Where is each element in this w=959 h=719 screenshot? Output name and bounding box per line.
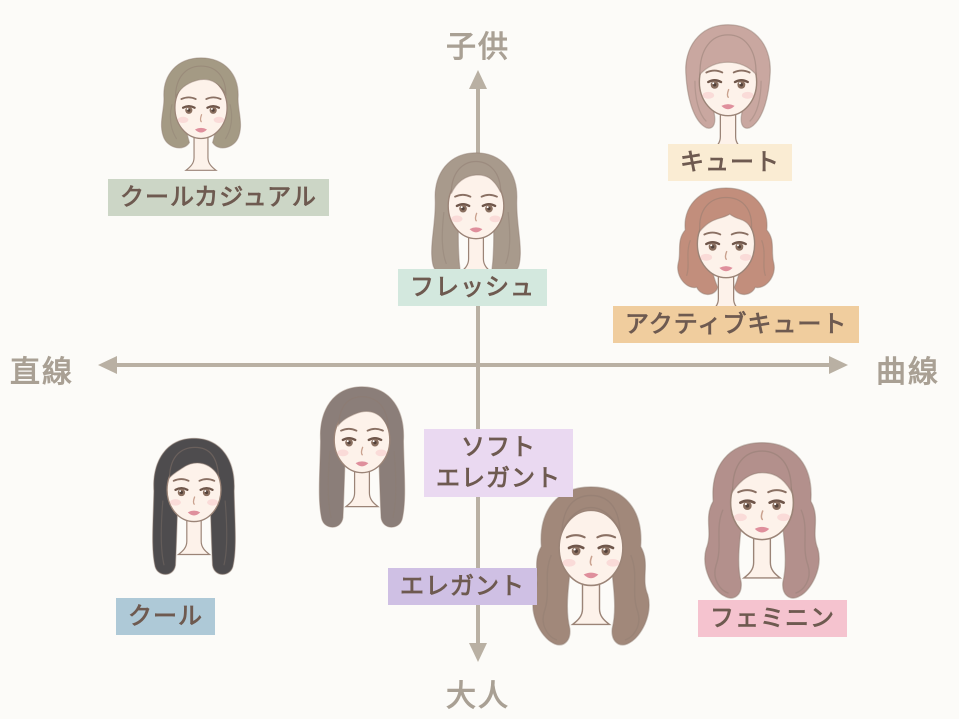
arrow-up-icon [469,70,487,89]
label-elegant: エレガント [388,568,537,606]
portrait-cool-illustration [134,424,254,582]
portrait-feminine-illustration [692,426,832,610]
label-fresh: フレッシュ [398,269,547,307]
axis-label-child: 子供 [446,31,510,64]
axis-label-curve: 曲線 [876,356,940,389]
portrait-active-cute-illustration [662,174,790,342]
label-soft-elegant: ソフト エレガント [424,429,573,498]
portrait-elegant-illustration [520,470,662,657]
label-cool-casual: クールカジュアル [108,179,329,217]
label-feminine: フェミニン [698,600,847,638]
portrait-soft-elegant-illustration [300,372,424,535]
label-cute: キュート [668,144,792,182]
arrow-down-icon [469,643,487,662]
portrait-cute-illustration [664,12,792,180]
arrow-left-icon [98,356,117,374]
label-active-cute: アクティブキュート [613,306,860,344]
label-cool: クール [116,598,215,636]
axis-label-adult: 大人 [446,680,510,713]
portrait-fresh-illustration [414,138,538,301]
arrow-right-icon [829,356,848,374]
portrait-cool-casual-illustration [142,44,260,197]
axis-label-straight: 直線 [10,356,74,389]
